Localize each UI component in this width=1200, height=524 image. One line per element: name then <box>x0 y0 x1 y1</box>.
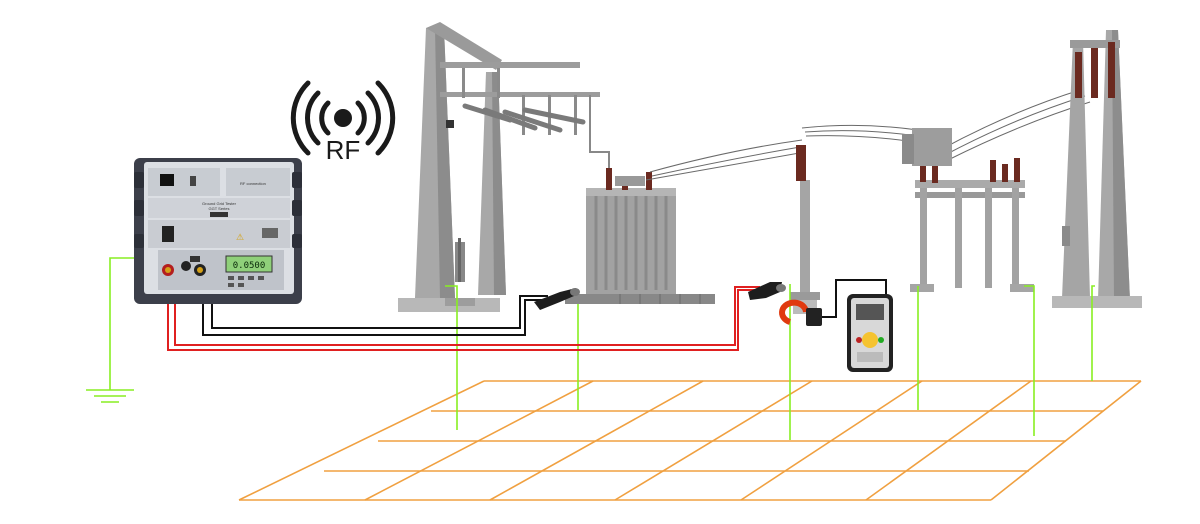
black-test-lead <box>202 268 548 336</box>
ground-risers <box>445 284 1095 440</box>
overhead-conductors <box>645 89 1091 181</box>
tester-series: GGT Series <box>208 206 229 211</box>
warning-icon: ⚠ <box>236 233 244 243</box>
red-test-lead <box>167 265 760 351</box>
tester-display-value: 0.0500 <box>233 261 266 271</box>
right-gantry <box>1052 30 1142 308</box>
rf-connection-text: RF connection <box>240 181 266 186</box>
handheld-meter <box>847 294 893 372</box>
rf-wireless-icon <box>290 80 396 156</box>
current-clamp-meter <box>779 299 822 326</box>
ground-grid <box>238 380 1142 501</box>
red-clamp <box>748 282 786 300</box>
power-transformer <box>565 95 715 304</box>
left-gantry <box>398 22 600 312</box>
black-clamp <box>534 288 580 310</box>
arrester-post <box>790 145 820 314</box>
tester-name: Ground Grid Tester <box>202 201 237 206</box>
black-lead-to-meter <box>822 279 887 318</box>
disconnect-structure <box>902 128 1034 292</box>
ground-grid-tester: RF connection Ground Grid Tester GGT Ser… <box>134 158 302 304</box>
rf-label: RF <box>326 135 361 165</box>
